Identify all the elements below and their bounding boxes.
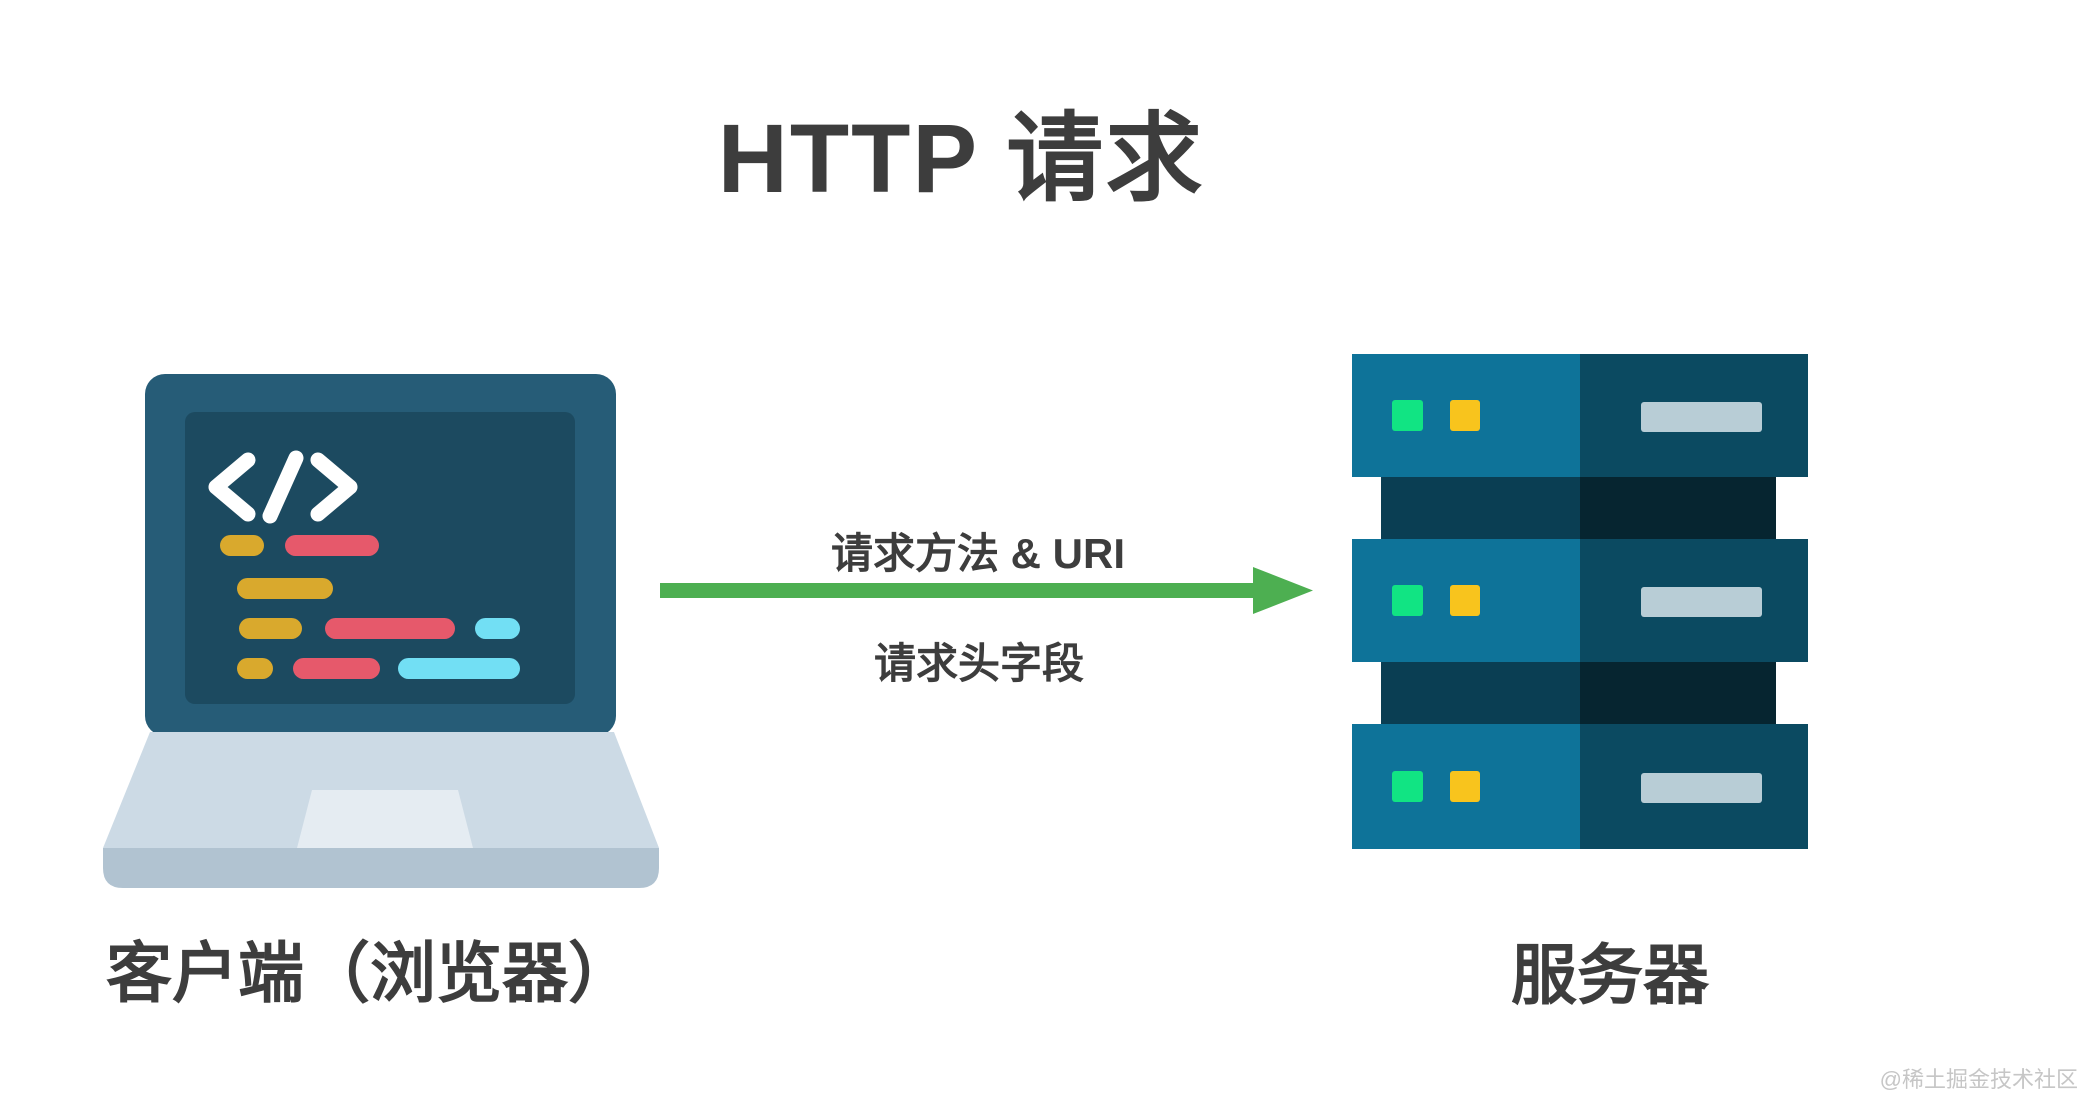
server-icon bbox=[1352, 354, 1808, 849]
vent-slot bbox=[1641, 402, 1762, 432]
laptop-code-icon bbox=[103, 374, 659, 888]
diagram-title: HTTP 请求 bbox=[717, 104, 1205, 213]
server-rack-icon bbox=[1352, 354, 1808, 849]
arrow-shaft bbox=[660, 583, 1256, 598]
arrow-label-method-uri: 请求方法 & URI bbox=[830, 530, 1126, 577]
led-green bbox=[1392, 400, 1423, 431]
led-yellow bbox=[1450, 400, 1480, 431]
arrow-label-headers: 请求头字段 bbox=[873, 640, 1085, 687]
server-unit bbox=[1352, 539, 1808, 662]
code-brackets-icon bbox=[208, 450, 358, 524]
vent-slot bbox=[1641, 587, 1762, 617]
server-gap bbox=[1381, 477, 1776, 539]
arrow-head bbox=[1253, 567, 1313, 614]
code-lines bbox=[220, 535, 520, 679]
led-yellow bbox=[1450, 585, 1480, 616]
watermark: @稀土掘金技术社区 bbox=[1879, 1067, 2078, 1092]
led-green bbox=[1392, 771, 1423, 802]
server-gap bbox=[1381, 662, 1776, 724]
request-arrow bbox=[660, 567, 1313, 614]
client-label: 客户端（浏览器） bbox=[106, 936, 634, 1010]
led-yellow bbox=[1450, 771, 1480, 802]
vent-slot bbox=[1641, 773, 1762, 803]
laptop-trackpad bbox=[297, 790, 473, 848]
laptop-base-bar bbox=[103, 848, 659, 888]
led-green bbox=[1392, 585, 1423, 616]
server-unit bbox=[1352, 354, 1808, 477]
server-label: 服务器 bbox=[1511, 938, 1709, 1012]
server-unit bbox=[1352, 724, 1808, 849]
client-laptop-icon bbox=[100, 374, 660, 888]
